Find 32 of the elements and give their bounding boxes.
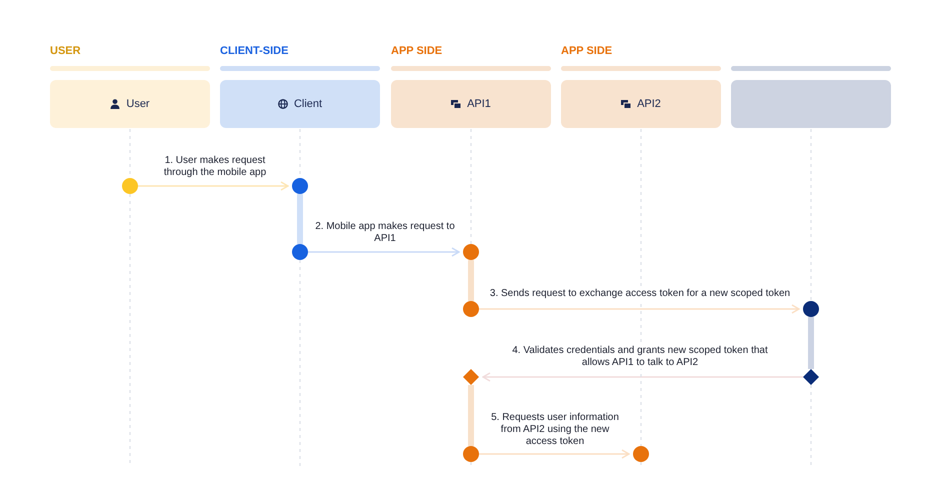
- participant-box: [731, 80, 891, 128]
- activation-bar: [808, 317, 814, 369]
- participant-name: Client: [294, 98, 322, 110]
- lifeline: [810, 129, 812, 301]
- edge-label: 3. Sends request to exchange access token for a new scoped token: [488, 288, 792, 300]
- sequence-diamond: [803, 369, 819, 385]
- sequence-dot: [463, 244, 479, 260]
- arrow: [479, 304, 800, 314]
- sequence-diamond: [463, 369, 479, 385]
- arrow: [479, 449, 630, 459]
- sequence-dot: [292, 178, 308, 194]
- column-heading: CLIENT-SIDE: [220, 45, 288, 57]
- participant-name: User: [126, 98, 150, 110]
- sequence-dot: [292, 244, 308, 260]
- arrow: [138, 181, 289, 191]
- lifeline: [470, 129, 472, 244]
- activation-bar: [468, 260, 474, 301]
- sequence-dot: [463, 301, 479, 317]
- column-heading: APP SIDE: [391, 45, 442, 57]
- arrow: [482, 372, 803, 382]
- sequence-dot: [803, 301, 819, 317]
- arrow: [308, 247, 460, 257]
- sequence-dot: [463, 446, 479, 462]
- column-heading: USER: [50, 45, 81, 57]
- lifeline: [640, 129, 642, 446]
- sequence-dot: [122, 178, 138, 194]
- participant-name: API2: [637, 98, 661, 110]
- column-heading: APP SIDE: [561, 45, 612, 57]
- participant-name: API1: [467, 98, 491, 110]
- activation-bar: [468, 385, 474, 446]
- sequence-dot: [633, 446, 649, 462]
- activation-bar: [297, 194, 303, 244]
